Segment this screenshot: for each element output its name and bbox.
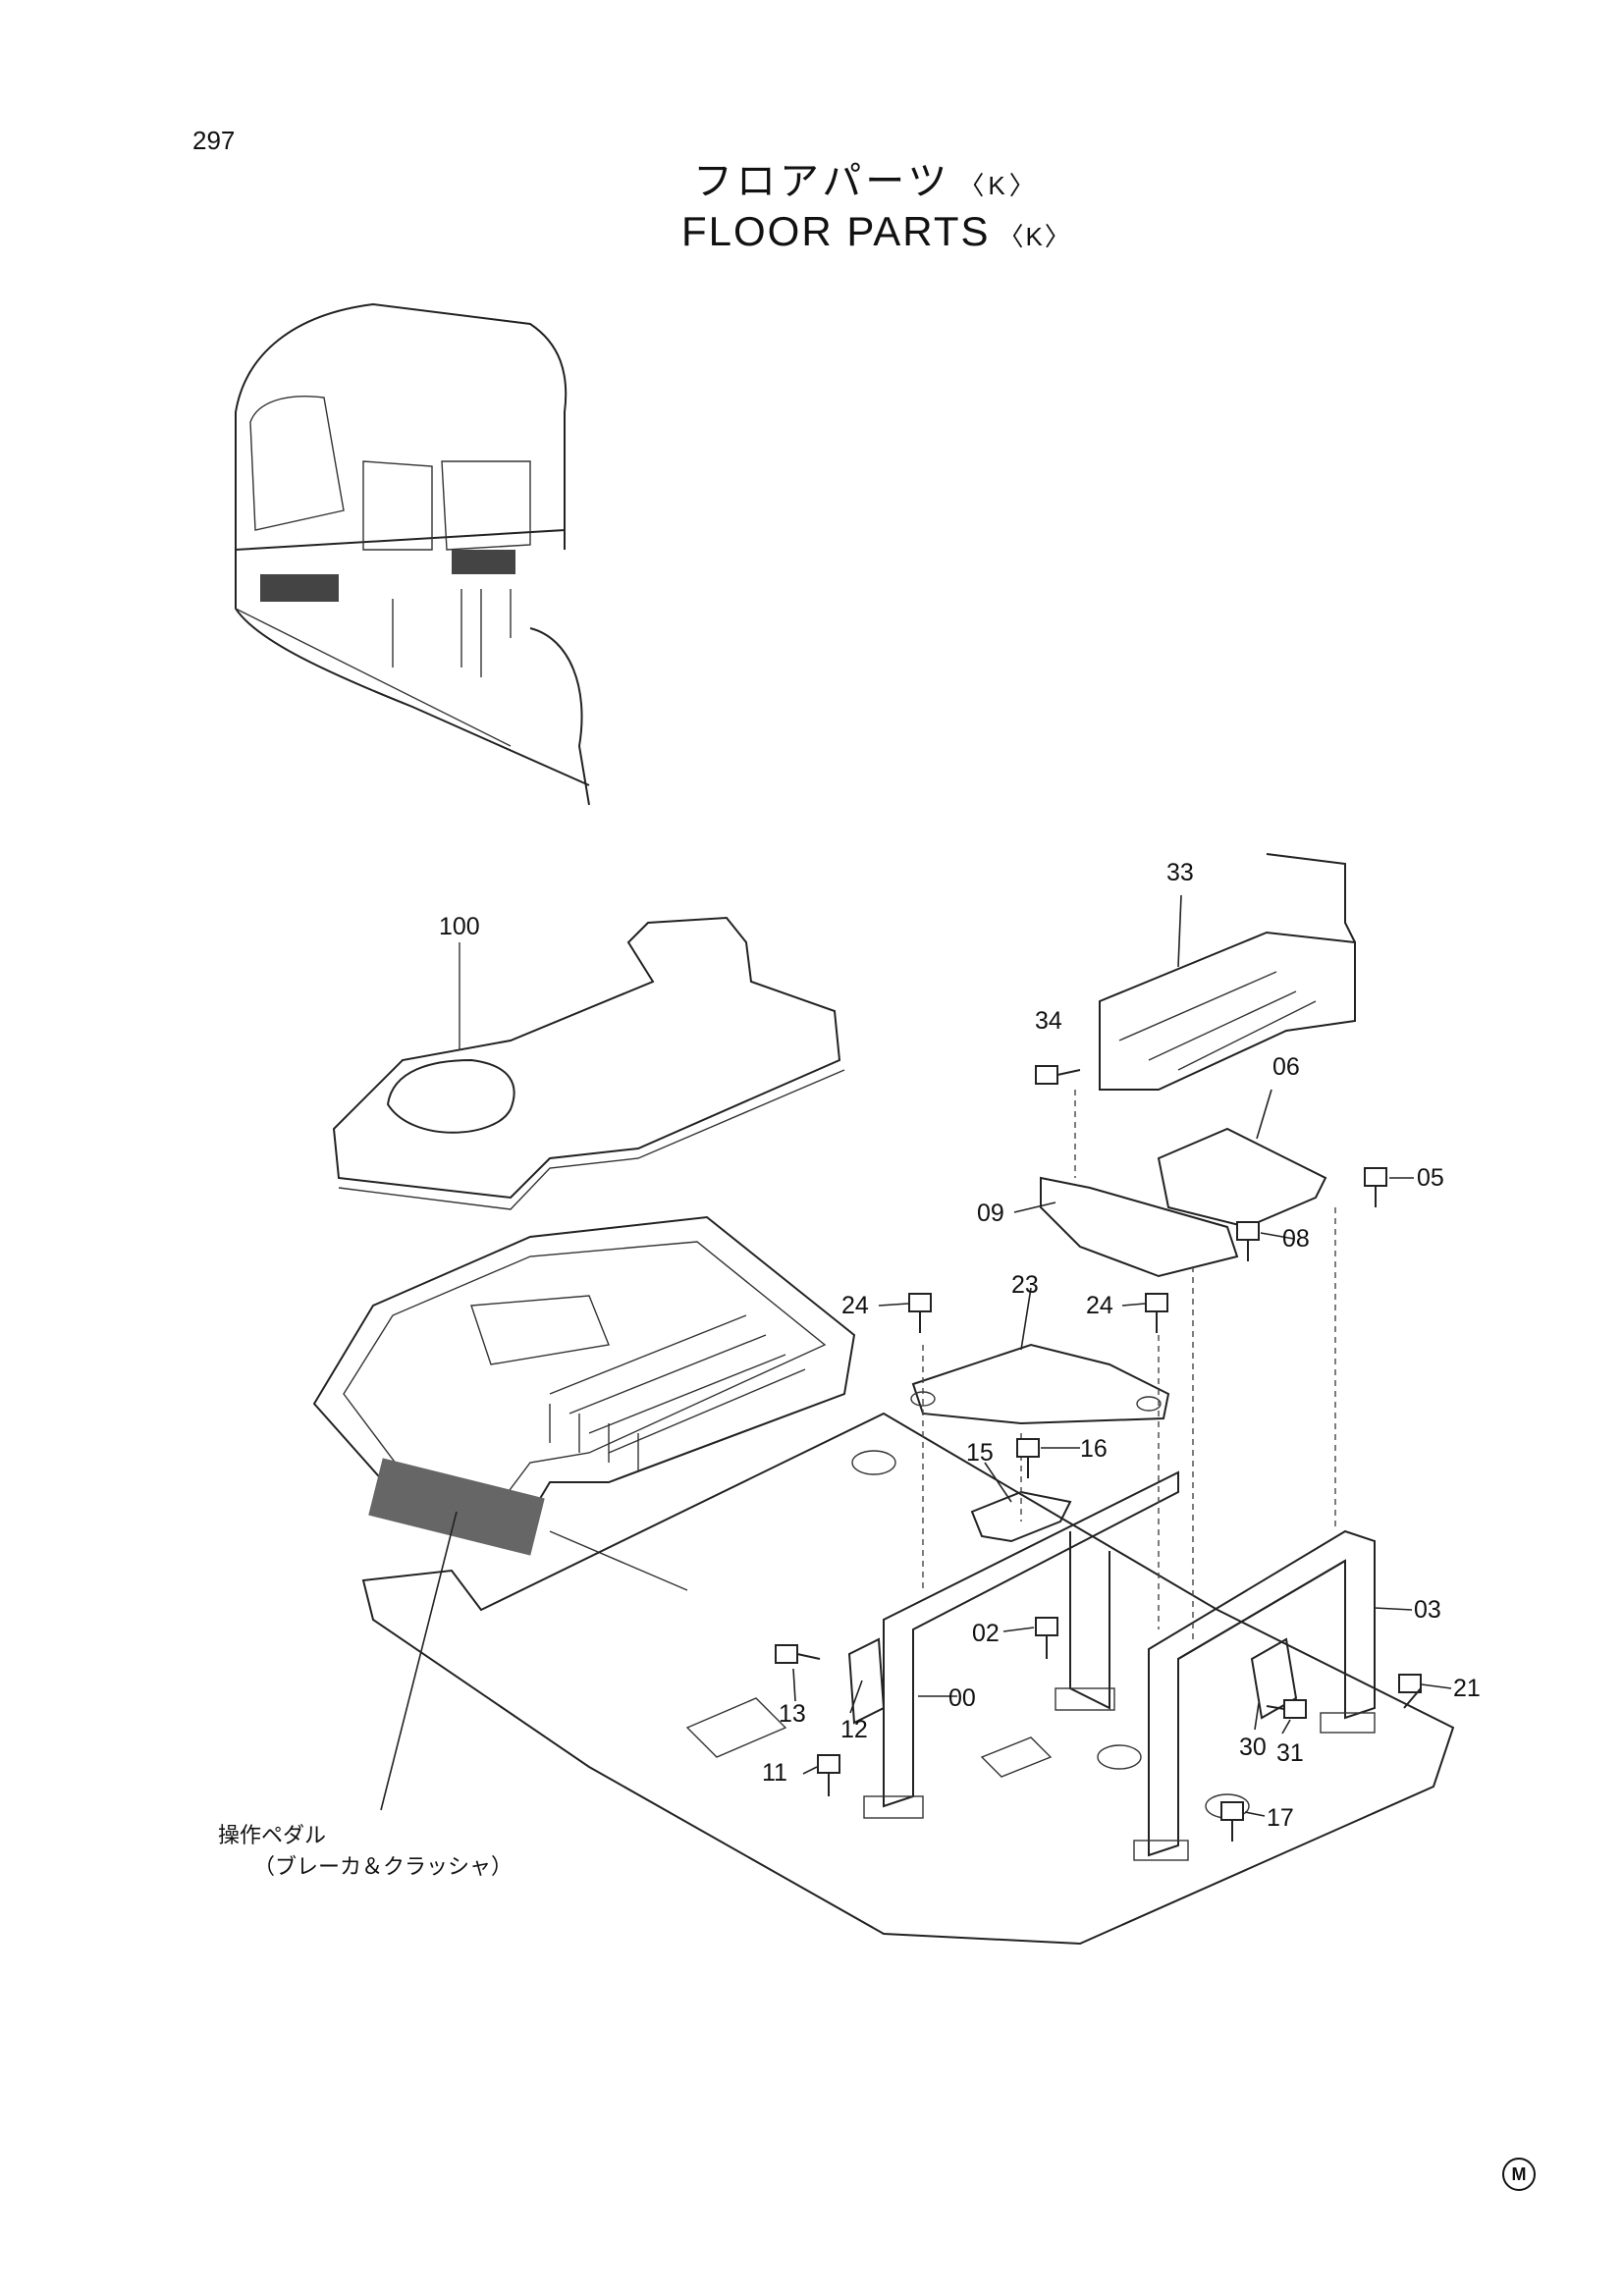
plate-part-23 <box>910 1343 1170 1425</box>
bolt-21-icon <box>1398 1674 1422 1709</box>
leader-lines <box>380 894 1452 1817</box>
cab-overview-drawing <box>235 302 590 806</box>
bolt-icons <box>775 1065 1422 1842</box>
bolt-13-icon <box>775 1644 821 1664</box>
bracket-part-09 <box>1040 1176 1239 1278</box>
callout-30: 30 <box>1239 1734 1267 1761</box>
title-english: FLOOR PARTS〈K〉 <box>681 208 1072 254</box>
callout-08: 08 <box>1282 1225 1310 1253</box>
callout-02: 02 <box>972 1620 1000 1647</box>
bolt-16-icon <box>1016 1438 1040 1478</box>
callout-24-left: 24 <box>841 1292 869 1319</box>
bolt-17-icon <box>1220 1801 1244 1842</box>
callout-34: 34 <box>1035 1007 1062 1035</box>
bolt-24-left-icon <box>908 1293 932 1333</box>
bracket-part-06 <box>1157 1127 1327 1229</box>
bolt-05-icon <box>1364 1167 1387 1207</box>
page-number: 297 <box>192 126 236 155</box>
callout-31: 31 <box>1276 1739 1304 1767</box>
plate-part-12 <box>847 1637 886 1725</box>
bracket-part-33 <box>1099 853 1356 1091</box>
callout-03: 03 <box>1414 1596 1441 1624</box>
callout-17: 17 <box>1267 1804 1294 1832</box>
base-plate-drawing <box>361 1412 1455 1946</box>
frame-stand-part-03 <box>1133 1529 1376 1861</box>
callout-15: 15 <box>966 1439 994 1467</box>
bolt-24-right-icon <box>1145 1293 1168 1333</box>
callout-23: 23 <box>1011 1271 1039 1299</box>
floor-mat-part-100 <box>332 916 845 1210</box>
note-operation-pedal: 操作ペダル <box>218 1823 327 1847</box>
note-breaker-crusher: （ブレーカ＆クラッシャ） <box>253 1854 514 1879</box>
frame-stand-part-00 <box>863 1470 1179 1819</box>
callout-33: 33 <box>1166 859 1194 886</box>
bolt-08-icon <box>1236 1221 1260 1261</box>
callout-labels: 100 33 34 06 05 09 08 23 24 24 15 16 03 … <box>439 859 1481 1832</box>
callout-100: 100 <box>439 913 480 940</box>
bolt-34-icon <box>1035 1065 1081 1085</box>
callout-13: 13 <box>779 1700 806 1728</box>
callout-21: 21 <box>1453 1675 1481 1702</box>
callout-24-right: 24 <box>1086 1292 1113 1319</box>
callout-16: 16 <box>1080 1435 1108 1463</box>
callout-12: 12 <box>840 1716 868 1743</box>
title-japanese: フロアパーツ〈K〉 <box>693 160 1039 203</box>
callout-00: 00 <box>948 1684 976 1712</box>
corner-mark: M <box>1502 2158 1536 2191</box>
callout-11: 11 <box>762 1759 787 1787</box>
bolt-02-icon <box>1035 1617 1058 1659</box>
callout-09: 09 <box>977 1200 1004 1227</box>
bolt-11-icon <box>817 1754 840 1796</box>
callout-05: 05 <box>1417 1164 1444 1192</box>
callout-06: 06 <box>1272 1053 1300 1081</box>
bolt-31-icon <box>1266 1699 1307 1719</box>
floor-pan-drawing <box>312 1215 856 1591</box>
